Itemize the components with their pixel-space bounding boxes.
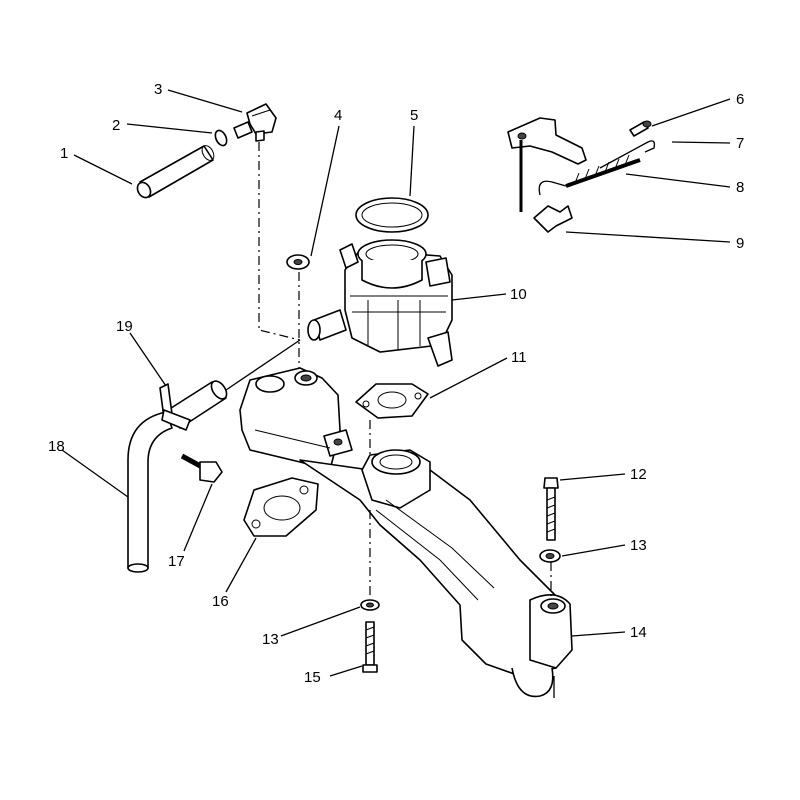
callout-3: 3 (154, 81, 162, 98)
callout-7: 7 (736, 135, 744, 152)
callout-14: 14 (630, 624, 647, 641)
part-washer-right[interactable] (539, 549, 561, 563)
part-small-screw[interactable] (629, 120, 652, 137)
part-intake-manifold[interactable] (239, 367, 573, 698)
part-wing-clip[interactable] (533, 205, 573, 233)
part-link-rod[interactable] (599, 140, 656, 169)
callout-13-right: 13 (630, 537, 647, 554)
callout-6: 6 (736, 91, 744, 108)
part-hose-clamp[interactable] (213, 129, 229, 148)
callout-2: 2 (112, 117, 120, 134)
callout-19: 19 (116, 318, 133, 335)
callout-15: 15 (304, 669, 321, 686)
callout-4: 4 (334, 107, 342, 124)
callout-1: 1 (60, 145, 68, 162)
part-bolt-bottom[interactable] (362, 621, 378, 673)
fuel-line-path (258, 142, 301, 341)
callout-12: 12 (630, 466, 647, 483)
callout-16: 16 (212, 593, 229, 610)
part-clamp-bolt[interactable] (180, 453, 223, 483)
part-carburetor[interactable] (307, 239, 453, 367)
callout-8: 8 (736, 179, 744, 196)
callout-9: 9 (736, 235, 744, 252)
part-governor-spring[interactable] (538, 154, 641, 196)
part-governor-bracket[interactable] (507, 117, 587, 212)
part-fuel-hose[interactable] (135, 144, 217, 200)
callout-11: 11 (511, 349, 527, 366)
callout-5: 5 (410, 107, 418, 124)
callout-labels: 1 2 3 4 5 6 7 8 9 10 11 12 13 13 14 15 1… (48, 81, 744, 686)
part-washer-bottom[interactable] (360, 599, 380, 611)
part-tube-bracket[interactable] (159, 383, 191, 431)
part-washer-top[interactable] (286, 254, 310, 270)
part-manifold-gasket[interactable] (243, 477, 319, 537)
part-bolt-long[interactable] (543, 477, 559, 541)
part-carburetor-gasket[interactable] (355, 383, 429, 419)
callout-13-bottom: 13 (262, 631, 279, 648)
part-gasket-ring[interactable] (355, 197, 429, 233)
callout-18: 18 (48, 438, 65, 455)
callout-17: 17 (168, 553, 185, 570)
tube-alignment (225, 339, 301, 391)
leader-lines (61, 89, 731, 677)
callout-10: 10 (510, 286, 527, 303)
part-elbow-fitting[interactable] (233, 103, 277, 142)
